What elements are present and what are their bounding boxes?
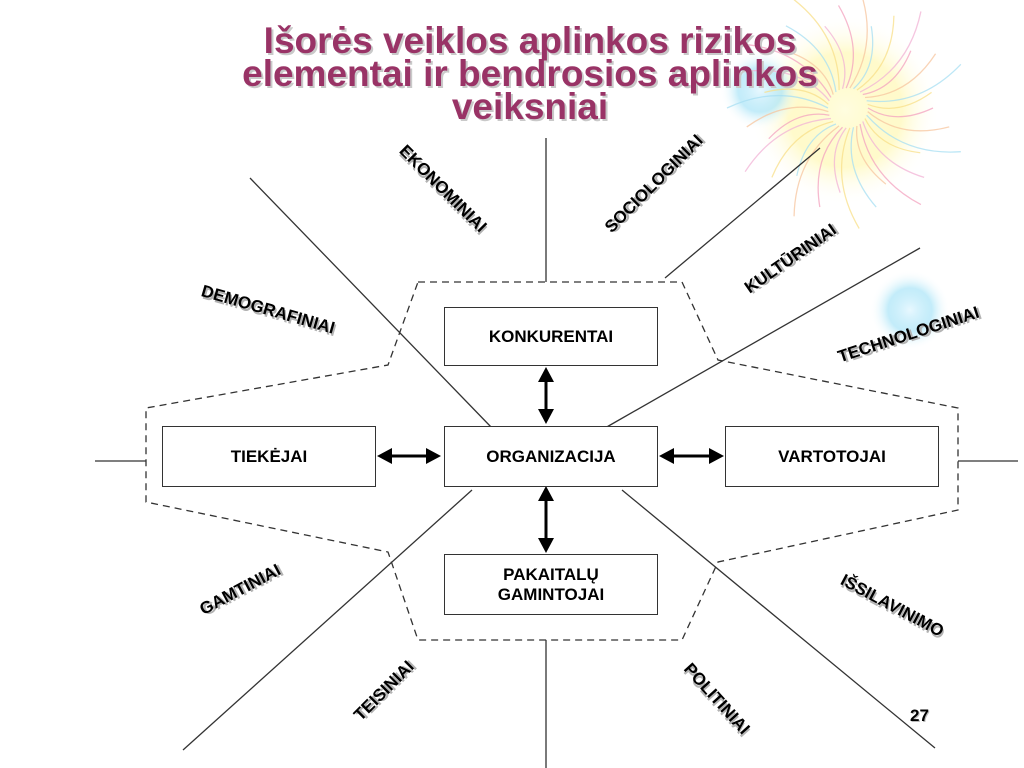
environment-boundary bbox=[145, 281, 959, 641]
radial-line-upper-left bbox=[249, 177, 493, 429]
suppliers-box: TIEKĖJAI bbox=[162, 426, 376, 487]
radial-line-lower-right bbox=[621, 489, 936, 749]
radial-line-lower-left bbox=[182, 489, 473, 751]
competitors-box: KONKURENTAI bbox=[444, 307, 658, 366]
radial-line-upper-right-2 bbox=[604, 247, 921, 429]
page-number: 27 bbox=[910, 706, 929, 725]
substitutes-box: PAKAITALŲ GAMINTOJAI bbox=[444, 554, 658, 615]
consumers-box: VARTOTOJAI bbox=[725, 426, 939, 487]
slide-title: Išorės veiklos aplinkos rizikos elementa… bbox=[242, 20, 818, 127]
organization-box: ORGANIZACIJA bbox=[444, 426, 658, 487]
radial-line-upper-right-1 bbox=[664, 147, 821, 279]
